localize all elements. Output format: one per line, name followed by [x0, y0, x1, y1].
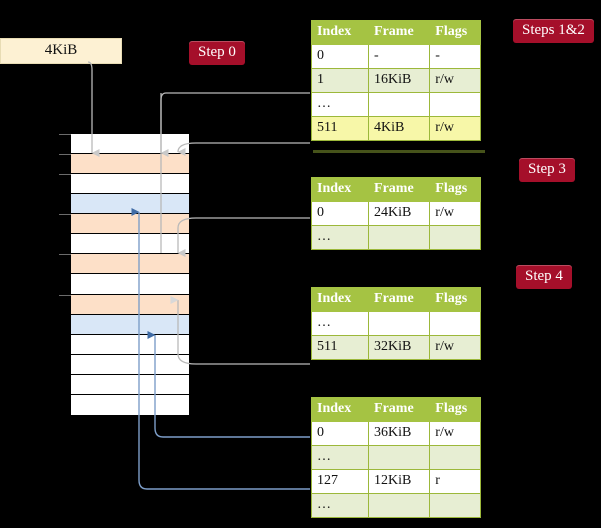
table-row: …: [310, 311, 481, 336]
table-cell: 16KiB: [368, 68, 431, 93]
table-cell: …: [310, 493, 370, 518]
badge-steps-1-2: Steps 1&2: [513, 19, 594, 43]
table-cell: [429, 493, 481, 518]
badge-step-3-label: Step 3: [528, 161, 566, 177]
table-cell: …: [310, 225, 370, 250]
column-header-flags: Flags: [429, 287, 481, 312]
table-cell: 36KiB: [368, 421, 431, 446]
table-cell: 127: [310, 469, 370, 494]
table-cell: [429, 445, 481, 470]
table-cell: 1: [310, 68, 370, 93]
table-cell: [368, 225, 431, 250]
frame-tick-mark: [59, 214, 71, 216]
table-cell: 511: [310, 335, 370, 360]
memory-frame-row: [59, 294, 189, 315]
table-cell: r/w: [429, 68, 481, 93]
memory-frame-row: [71, 314, 189, 335]
memory-frame-row: [59, 134, 189, 155]
physical-memory-column: [59, 133, 190, 415]
table-cell: [368, 311, 431, 336]
memory-frame-row: [71, 394, 189, 415]
memory-frame-row: [71, 334, 189, 355]
column-header-flags: Flags: [429, 20, 481, 45]
table-cell: r/w: [429, 335, 481, 360]
column-header-frame: Frame: [368, 20, 431, 45]
table-cell: 0: [310, 421, 370, 446]
table-cell: r: [429, 469, 481, 494]
memory-frame-row: [59, 254, 189, 275]
memory-frame-row: [59, 174, 189, 195]
table-cell: [368, 493, 431, 518]
column-header-flags: Flags: [429, 397, 481, 422]
column-header-index: Index: [310, 287, 370, 312]
table-cell: r/w: [429, 116, 481, 141]
table-cell: -: [368, 44, 431, 69]
table-cell: -: [429, 44, 481, 69]
badge-step-0-label: Step 0: [198, 44, 236, 60]
table-row: …: [310, 493, 481, 518]
table-cell: 0: [310, 44, 370, 69]
table-row: …: [310, 225, 481, 250]
table-cell: 4KiB: [368, 116, 431, 141]
column-header-frame: Frame: [368, 287, 431, 312]
column-header-frame: Frame: [368, 177, 431, 202]
table-cell: …: [310, 311, 370, 336]
table-cell: [368, 92, 431, 117]
table-cell: [368, 445, 431, 470]
column-header-index: Index: [310, 20, 370, 45]
memory-frame-row: [71, 374, 189, 395]
column-header-index: Index: [310, 397, 370, 422]
memory-frame-row: [59, 214, 189, 235]
badge-step-4: Step 4: [516, 265, 572, 289]
column-header-frame: Frame: [368, 397, 431, 422]
size-box-label: 4KiB: [44, 42, 78, 58]
frame-tick-mark: [59, 254, 71, 256]
table-cell: 0: [310, 201, 370, 226]
frame-tick-mark: [59, 154, 71, 156]
memory-frame-row: [71, 194, 189, 215]
table-row: …: [310, 92, 481, 117]
table-cell: [429, 225, 481, 250]
badge-step-0: Step 0: [189, 41, 245, 65]
frame-tick-mark: [59, 174, 71, 176]
badge-steps-1-2-label: Steps 1&2: [522, 22, 585, 38]
table-cell: 32KiB: [368, 335, 431, 360]
table-cell: r/w: [429, 201, 481, 226]
memory-frame-row: [71, 354, 189, 375]
table-cell: 24KiB: [368, 201, 431, 226]
frame-tick-mark: [59, 134, 71, 135]
badge-step-3: Step 3: [519, 158, 575, 182]
badge-step-4-label: Step 4: [525, 268, 563, 284]
table-cell: r/w: [429, 421, 481, 446]
table-cell: [429, 92, 481, 117]
memory-frame-row: [71, 234, 189, 255]
table-cell: …: [310, 92, 370, 117]
column-header-flags: Flags: [429, 177, 481, 202]
table-cell: 12KiB: [368, 469, 431, 494]
memory-frame-row: [71, 274, 189, 295]
table-row: 0--: [310, 44, 481, 69]
size-box-4kib: 4KiB: [0, 38, 122, 64]
memory-frame-row: [59, 154, 189, 175]
frame-tick-mark: [59, 294, 71, 296]
table-cell: 511: [310, 116, 370, 141]
column-header-index: Index: [310, 177, 370, 202]
table-cell: …: [310, 445, 370, 470]
table-row: …: [310, 445, 481, 470]
table-cell: [429, 311, 481, 336]
